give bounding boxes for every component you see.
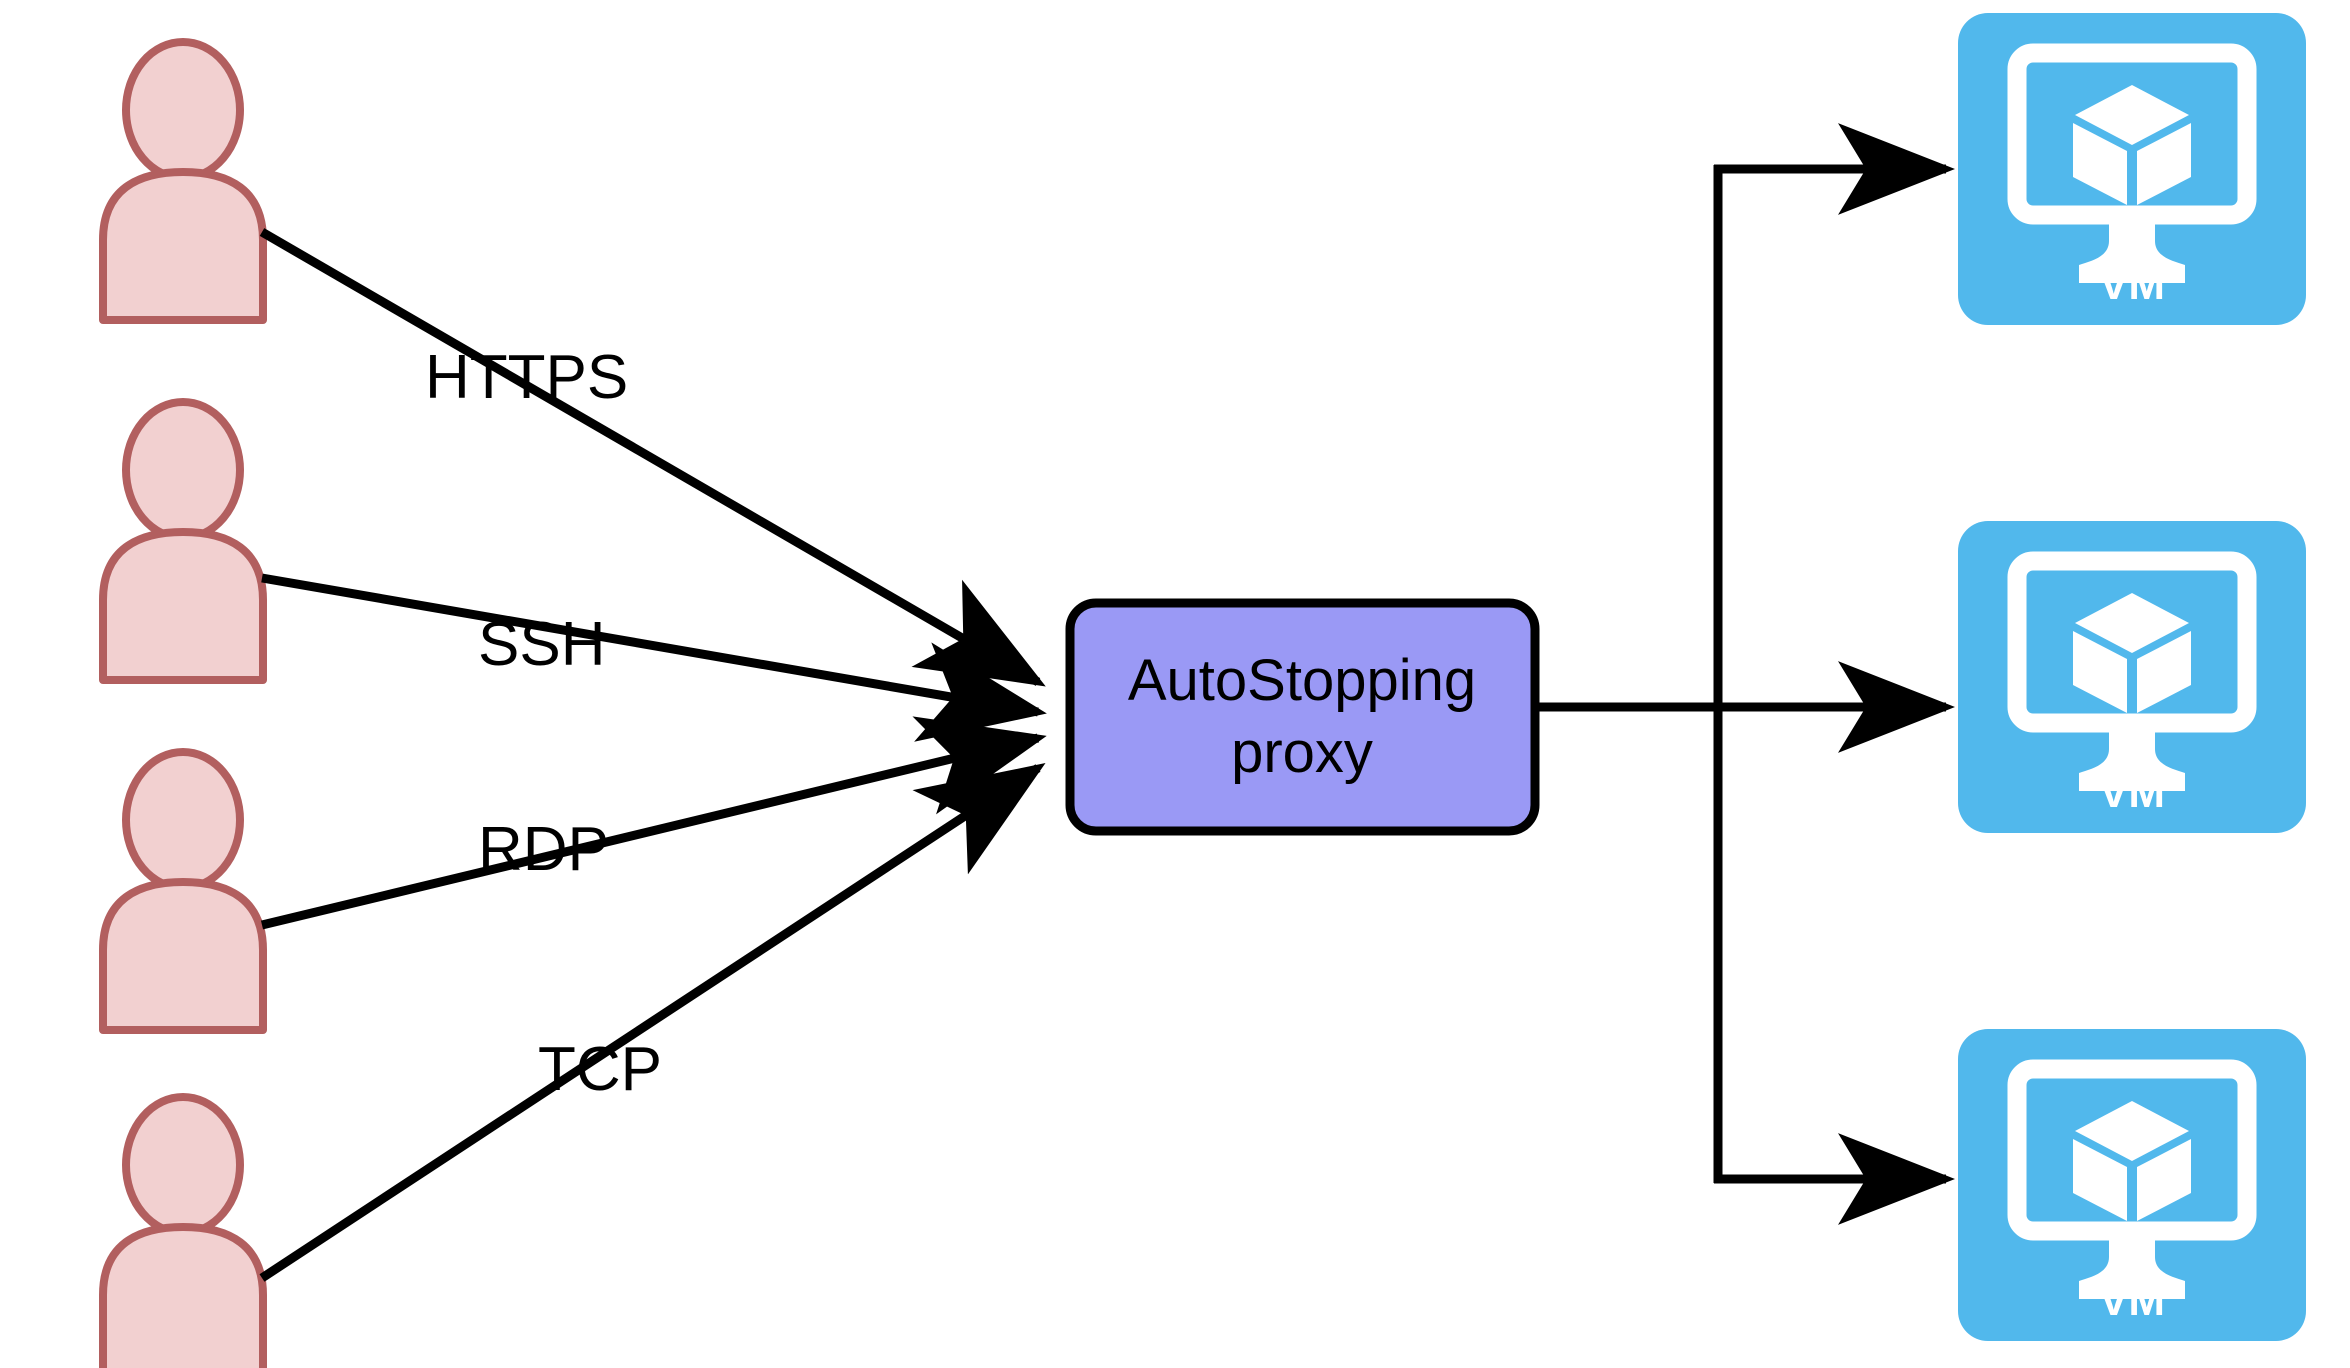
edge-rdp <box>260 716 1047 930</box>
edge-label-rdp: RDP <box>478 815 609 884</box>
edge-tcp <box>259 763 1046 1282</box>
vm-box-2[interactable] <box>1958 521 2306 833</box>
autostopping-proxy-node[interactable]: AutoStopping proxy <box>1065 598 1540 836</box>
proxy-label-line2: proxy <box>1231 720 1373 785</box>
actor-ssh[interactable] <box>103 402 263 680</box>
edge-ssh <box>261 573 1047 742</box>
vm-label-3: VM <box>2099 1276 2165 1325</box>
edge-https <box>259 228 1046 687</box>
proxy-label-line1: AutoStopping <box>1128 648 1476 713</box>
proxy-box[interactable] <box>1065 598 1540 836</box>
vm-box-1[interactable] <box>1958 13 2306 325</box>
edge-label-https: HTTPS <box>425 343 628 412</box>
edge-label-ssh: SSH <box>478 610 605 679</box>
vm-node-2[interactable]: VM <box>1958 521 2306 833</box>
vm-node-3[interactable]: VM <box>1958 1029 2306 1341</box>
vm-label-1: VM <box>2099 260 2165 309</box>
actor-rdp[interactable] <box>103 752 263 1030</box>
actor-tcp[interactable] <box>103 1097 263 1368</box>
vm-node-1[interactable]: VM <box>1958 13 2306 325</box>
actor-https[interactable] <box>103 42 263 320</box>
vm-label-2: VM <box>2099 768 2165 817</box>
vm-box-3[interactable] <box>1958 1029 2306 1341</box>
edge-label-tcp: TCP <box>538 1035 662 1104</box>
